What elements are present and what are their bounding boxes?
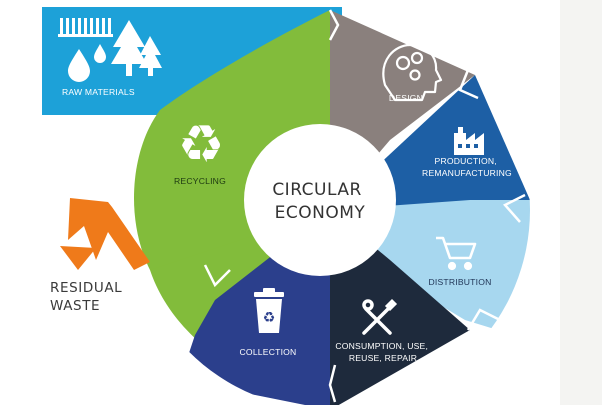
residual-waste-arrow [60,198,150,270]
raw-materials-label: RAW MATERIALS [62,87,135,97]
center-title: CIRCULAR ECONOMY [272,180,367,223]
stage-label-recycling: RECYCLING [174,176,226,186]
grass-icon [58,18,113,37]
water-drops-icon [68,44,106,82]
head-gears-icon [382,43,443,102]
factory-icon [454,127,484,155]
stage-label-collection: COLLECTION [240,347,297,357]
segment-separators [203,9,526,403]
stage-label-production: PRODUCTION, REMANUFACTURING [422,156,512,178]
center-circle [244,124,396,276]
side-background [560,0,602,405]
shopping-cart-icon [436,236,477,271]
residual-waste-label: RESIDUAL WASTE [50,280,127,314]
stage-label-design: DESIGN [389,93,423,103]
svg-text:♻: ♻ [263,310,276,326]
recycle-icon: ♻ [178,115,225,175]
stage-label-distribution: DISTRIBUTION [428,277,491,287]
recycle-bin-icon: ♻ [254,288,284,333]
tools-icon [362,298,398,335]
svg-text:♻: ♻ [178,115,225,175]
pine-trees-icon [111,20,162,76]
stage-label-consumption: CONSUMPTION, USE, REUSE, REPAIR [335,341,430,363]
